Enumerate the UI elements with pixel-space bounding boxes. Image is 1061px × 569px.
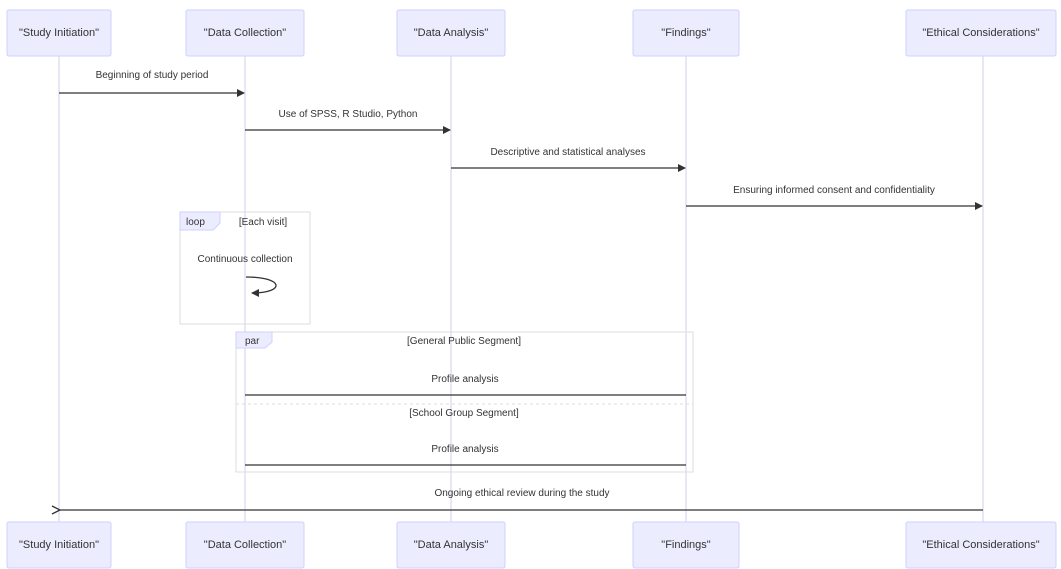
svg-text:"Findings": "Findings" <box>661 27 710 39</box>
loop-frame: loop [Each visit] Continuous collection <box>179 211 311 325</box>
message-label-beginning-of-study: Beginning of study period <box>96 70 209 81</box>
par-condition-school-group: [School Group Segment] <box>409 408 519 419</box>
actor-bottom-findings: "Findings" <box>632 521 740 569</box>
message-label-ethical-review: Ongoing ethical review during the study <box>434 488 609 499</box>
par-message-label-1: Profile analysis <box>431 374 498 385</box>
svg-text:"Ethical Considerations": "Ethical Considerations" <box>922 539 1039 551</box>
svg-text:"Data Analysis": "Data Analysis" <box>414 27 489 39</box>
message-label-consent: Ensuring informed consent and confidenti… <box>733 185 935 196</box>
actor-top-study-initiation: "Study Initiation" <box>6 9 112 57</box>
svg-text:"Data Collection": "Data Collection" <box>204 27 286 39</box>
actor-top-findings: "Findings" <box>632 9 740 57</box>
svg-text:"Data Analysis": "Data Analysis" <box>414 539 489 551</box>
par-condition-general-public: [General Public Segment] <box>407 336 521 347</box>
loop-keyword: loop <box>186 217 205 228</box>
loop-self-message-arrow <box>245 276 277 297</box>
actor-top-data-collection: "Data Collection" <box>185 9 305 57</box>
par-keyword: par <box>245 336 260 347</box>
svg-text:"Study Initiation": "Study Initiation" <box>19 539 99 551</box>
svg-text:"Findings": "Findings" <box>661 539 710 551</box>
actor-top-data-analysis: "Data Analysis" <box>396 9 506 57</box>
actor-bottom-study-initiation: "Study Initiation" <box>6 521 112 569</box>
svg-text:"Data Collection": "Data Collection" <box>204 539 286 551</box>
message-label-tools: Use of SPSS, R Studio, Python <box>279 109 418 120</box>
actor-bottom-data-collection: "Data Collection" <box>185 521 305 569</box>
loop-self-message-label: Continuous collection <box>197 254 292 265</box>
svg-text:"Study Initiation": "Study Initiation" <box>19 27 99 39</box>
actor-bottom-data-analysis: "Data Analysis" <box>396 521 506 569</box>
actor-bottom-ethical-considerations: "Ethical Considerations" <box>905 521 1057 569</box>
par-frame: par [General Public Segment] Profile ana… <box>235 331 694 473</box>
message-label-analyses: Descriptive and statistical analyses <box>490 147 645 158</box>
actor-top-ethical-considerations: "Ethical Considerations" <box>905 9 1057 57</box>
svg-text:"Ethical Considerations": "Ethical Considerations" <box>922 27 1039 39</box>
loop-condition: [Each visit] <box>239 217 288 228</box>
par-message-label-2: Profile analysis <box>431 444 498 455</box>
